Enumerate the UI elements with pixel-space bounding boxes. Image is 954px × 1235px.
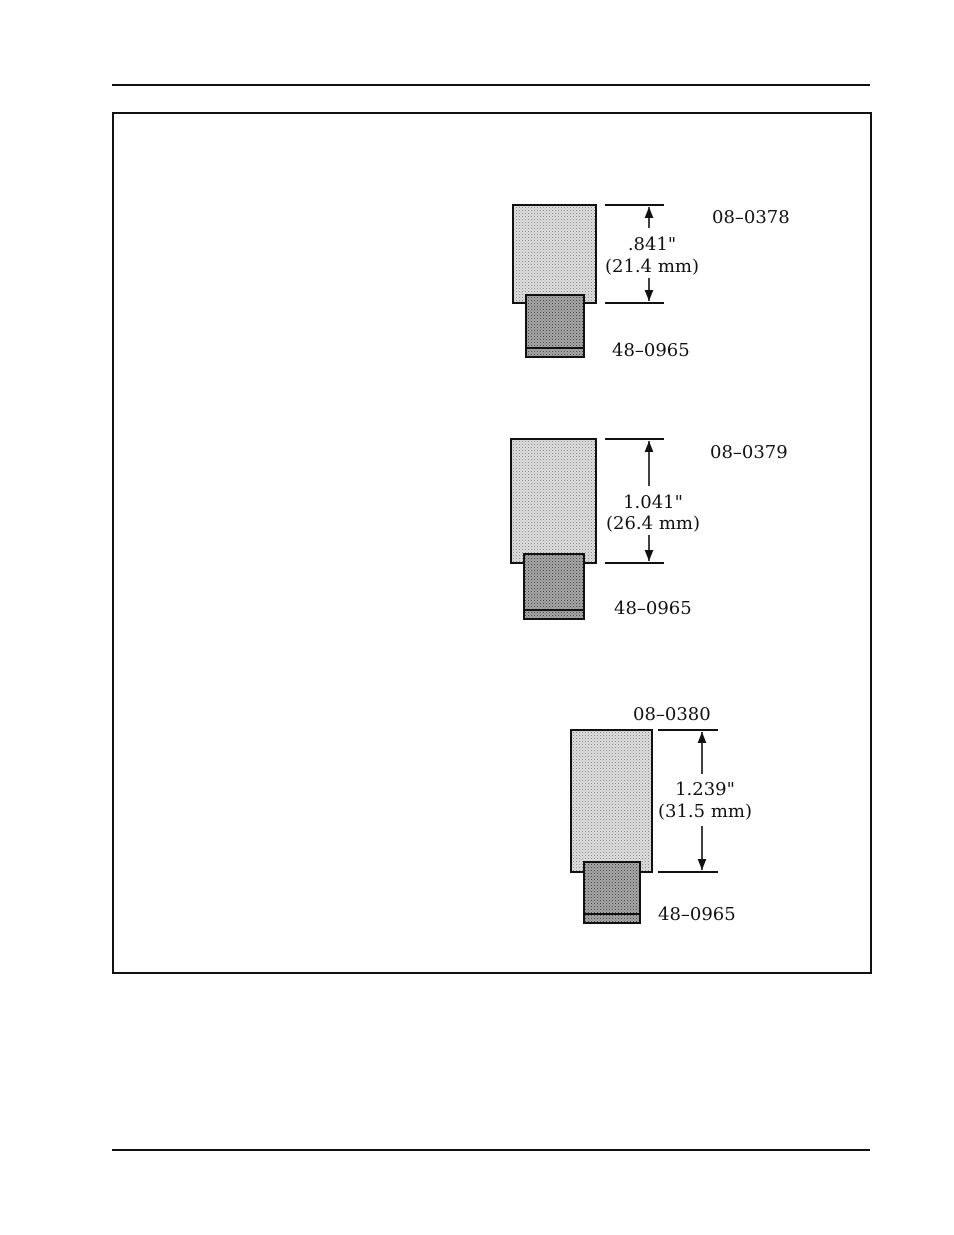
part-number-label: 08–0380 xyxy=(633,704,711,725)
dimension-mm-label: (26.4 mm) xyxy=(606,513,700,534)
assembly-08-0378: 08–0378 .841" (21.4 mm) 48–0965 xyxy=(512,204,790,361)
part-number-label: 08–0379 xyxy=(710,442,788,463)
connector-body xyxy=(510,438,597,564)
base-block xyxy=(583,861,641,924)
base-block xyxy=(525,294,585,358)
connector-body xyxy=(570,729,653,873)
dimension-mm-label: (31.5 mm) xyxy=(658,801,752,822)
part-number-label: 08–0378 xyxy=(712,207,790,228)
assembly-08-0379: 08–0379 1.041" (26.4 mm) 48–0965 xyxy=(510,438,788,620)
base-part-number-label: 48–0965 xyxy=(614,598,692,619)
base-block xyxy=(523,553,585,620)
assembly-08-0380: 08–0380 1.239" (31.5 mm) 48–0965 xyxy=(570,704,752,925)
dimension-inches-label: 1.239" xyxy=(675,779,735,800)
header-rule xyxy=(112,84,870,86)
dimension-inches-label: 1.041" xyxy=(623,492,683,513)
footer-rule xyxy=(112,1149,870,1151)
figure-frame xyxy=(112,112,872,974)
dimension-mm-label: (21.4 mm) xyxy=(605,256,699,277)
base-part-number-label: 48–0965 xyxy=(612,340,690,361)
connector-body xyxy=(512,204,597,304)
base-part-number-label: 48–0965 xyxy=(658,904,736,925)
dimension-inches-label: .841" xyxy=(628,234,676,255)
